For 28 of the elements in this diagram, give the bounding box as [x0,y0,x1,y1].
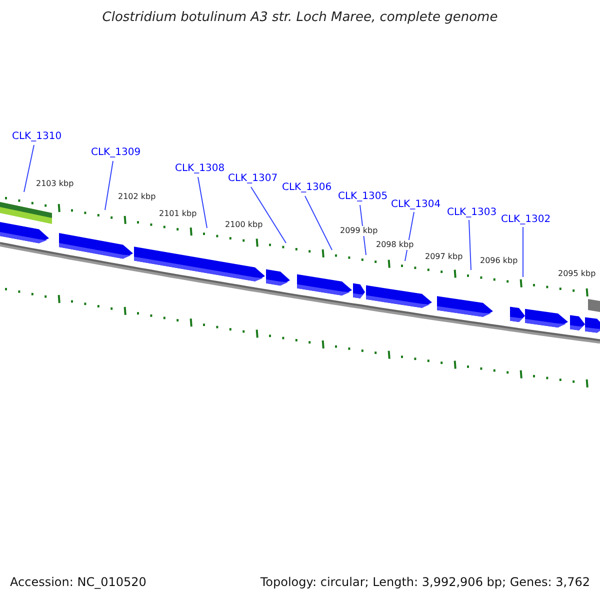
leader-line [198,176,208,228]
leader-line [522,226,524,278]
gene-label: CLK_1302 [501,215,551,225]
leader-line [468,220,472,270]
gene-label: CLK_1306 [282,183,332,193]
scale-label: 2100 kbp [225,220,263,230]
scale-label: 2096 kbp [480,256,518,266]
gene-label: CLK_1304 [391,200,441,210]
scale-label: 2101 kbp [159,209,197,219]
leader-line [304,196,332,250]
gene-label: CLK_1308 [175,164,225,174]
scale-label: 2095 kbp [558,269,596,279]
scale-label: 2099 kbp [340,226,378,236]
title: Clostridium botulinum A3 str. Loch Maree, complete genome [101,11,499,24]
gene-label: CLK_1309 [91,148,141,158]
gene-label: CLK_1310 [12,132,62,142]
footer-text: Accession: NC_010520 [10,576,146,588]
leader-line [250,186,286,244]
footer-text: Topology: circular; Length: 3,992,906 bp; Genes: 3,762 [260,576,590,588]
gene-label: CLK_1307 [228,174,278,184]
scale-label: 2097 kbp [425,252,463,262]
gene-label: CLK_1303 [447,208,497,218]
leader-line [24,144,34,192]
leader-line [104,160,114,210]
gene-label: CLK_1305 [338,192,388,202]
scale-label: 2102 kbp [118,192,156,202]
scale-label: 2103 kbp [36,179,74,189]
scale-label: 2098 kbp [376,240,414,250]
